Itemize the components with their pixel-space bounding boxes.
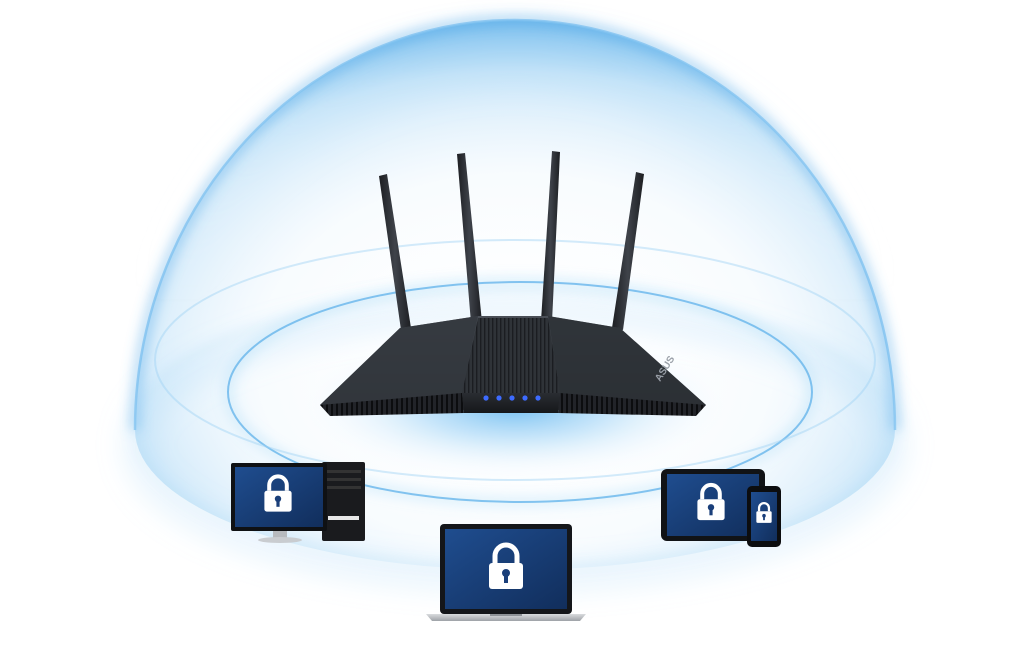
router-status-leds bbox=[483, 395, 541, 401]
smartphone bbox=[747, 486, 781, 547]
desktop-computer bbox=[231, 462, 365, 543]
laptop bbox=[426, 524, 586, 621]
router-antennas bbox=[379, 151, 644, 330]
wifi-router: ASUS bbox=[320, 151, 706, 416]
tablet bbox=[661, 469, 765, 541]
